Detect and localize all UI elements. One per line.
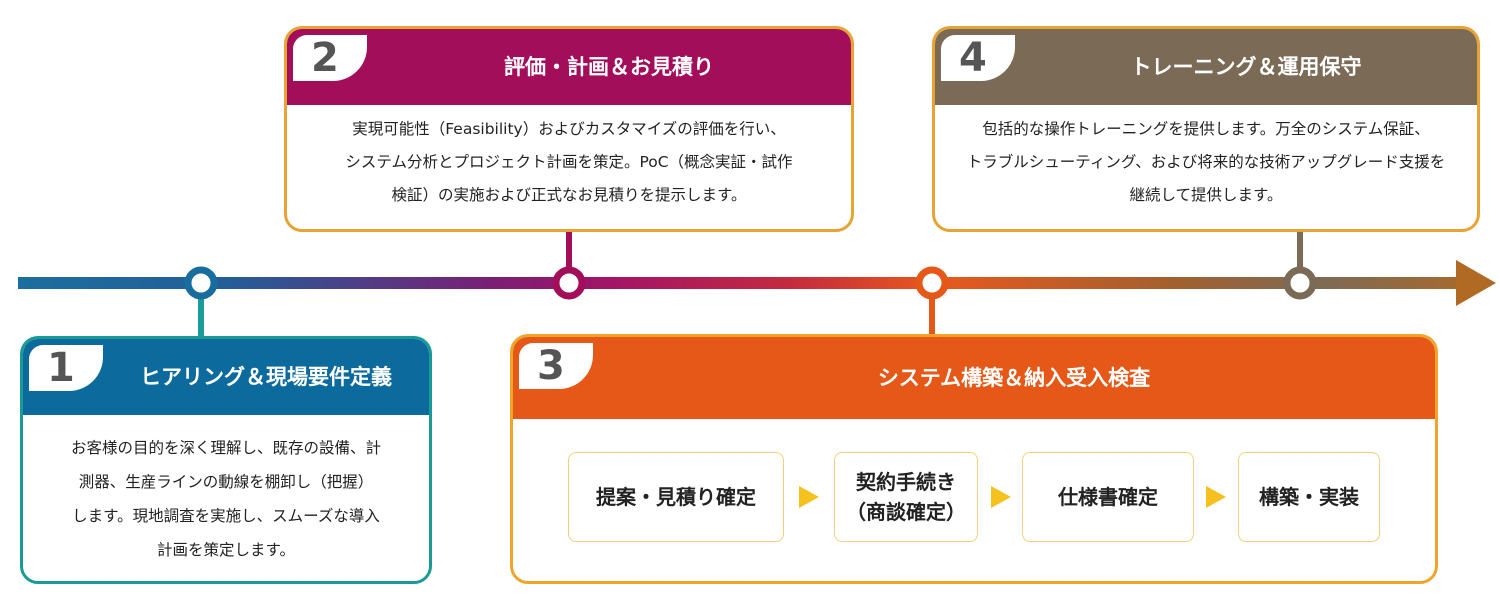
step-3-header: 3 システム構築＆納入受入検査 bbox=[513, 337, 1435, 419]
step-1-number: 1 bbox=[29, 345, 103, 391]
step-4-title: トレーニング＆運用保守 bbox=[1130, 55, 1362, 79]
substep-label: （商談確定） bbox=[846, 500, 966, 524]
timeline-node-3 bbox=[915, 266, 949, 300]
step-4-number: 4 bbox=[941, 35, 1015, 81]
step-1-card: 1 ヒアリング＆現場要件定義 お客様の目的を深く理解し、既存の設備、計 測器、生… bbox=[20, 336, 432, 584]
substep-label: 契約手続き bbox=[856, 470, 956, 494]
step-1-description: お客様の目的を深く理解し、既存の設備、計 測器、生産ラインの動線を棚卸し（把握）… bbox=[39, 431, 413, 571]
step-2-line: 検証）の実施および正式なお見積りを提示します。 bbox=[391, 186, 747, 204]
timeline-arrowhead bbox=[1456, 260, 1496, 306]
step-1-line: 測器、生産ラインの動線を棚卸し（把握） bbox=[78, 473, 374, 491]
step-4-line: 包括的な操作トレーニングを提供します。万全のシステム保証、 bbox=[982, 120, 1430, 138]
step-2-title: 評価・計画＆お見積り bbox=[504, 55, 714, 79]
timeline-node-2 bbox=[552, 266, 586, 300]
step-2-card: 2 評価・計画＆お見積り 実現可能性（Feasibility）およびカスタマイズ… bbox=[284, 26, 854, 232]
step-4-line: 継続して提供します。 bbox=[1129, 186, 1283, 204]
substep-arrow-icon bbox=[991, 486, 1011, 508]
substep-build-implement: 構築・実装 bbox=[1238, 452, 1380, 542]
substep-label: 提案・見積り確定 bbox=[596, 485, 756, 509]
step-4-description: 包括的な操作トレーニングを提供します。万全のシステム保証、 トラブルシューティン… bbox=[951, 113, 1461, 219]
substep-label: 仕様書確定 bbox=[1058, 485, 1158, 509]
step-2-description: 実現可能性（Feasibility）およびカスタマイズの評価を行い、 システム分… bbox=[303, 113, 835, 219]
step-1-line: お客様の目的を深く理解し、既存の設備、計 bbox=[70, 439, 381, 457]
substep-arrow-icon bbox=[799, 486, 819, 508]
timeline-line bbox=[18, 277, 1458, 289]
step-4-card: 4 トレーニング＆運用保守 包括的な操作トレーニングを提供します。万全のシステム… bbox=[932, 26, 1480, 232]
step-2-header: 2 評価・計画＆お見積り bbox=[287, 29, 851, 105]
substep-specification: 仕様書確定 bbox=[1022, 452, 1194, 542]
step-1-title: ヒアリング＆現場要件定義 bbox=[140, 365, 392, 389]
substep-label: 構築・実装 bbox=[1259, 485, 1359, 509]
step-2-line: システム分析とプロジェクト計画を策定。PoC（概念実証・試作 bbox=[345, 153, 793, 171]
substep-contract: 契約手続き （商談確定） bbox=[834, 452, 978, 542]
step-4-line: トラブルシューティング、および将来的な技術アップグレード支援を bbox=[966, 153, 1446, 171]
step-1-line: 計画を策定します。 bbox=[157, 541, 295, 559]
step-1-line: します。現地調査を実施し、スムーズな導入 bbox=[72, 507, 380, 525]
substep-proposal-quote: 提案・見積り確定 bbox=[568, 452, 784, 542]
substep-arrow-icon bbox=[1206, 486, 1226, 508]
step-1-header: 1 ヒアリング＆現場要件定義 bbox=[23, 339, 429, 415]
step-3-title: システム構築＆納入受入検査 bbox=[877, 366, 1151, 390]
timeline-node-1 bbox=[184, 266, 218, 300]
step-3-number: 3 bbox=[519, 343, 593, 389]
step-4-header: 4 トレーニング＆運用保守 bbox=[935, 29, 1477, 105]
step-2-line: 実現可能性（Feasibility）およびカスタマイズの評価を行い、 bbox=[352, 120, 786, 138]
timeline-node-4 bbox=[1283, 266, 1317, 300]
step-2-number: 2 bbox=[293, 35, 367, 81]
